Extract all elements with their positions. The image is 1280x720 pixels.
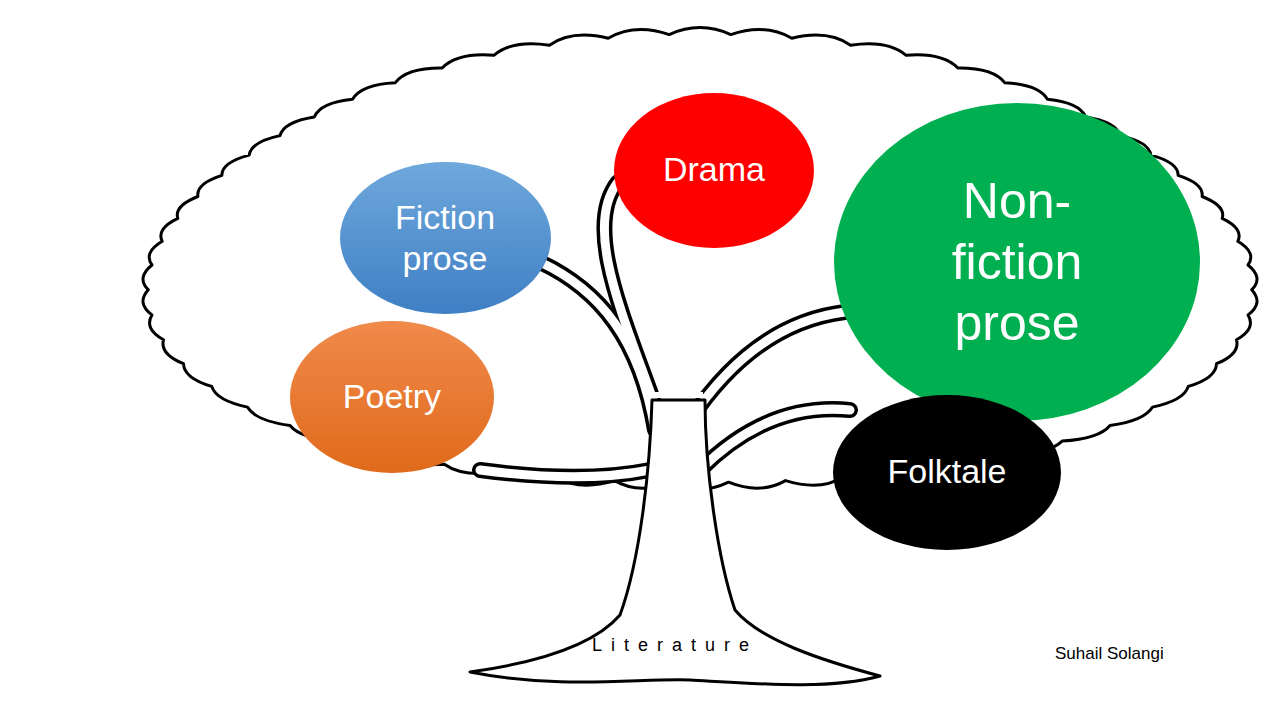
node-text: Poetry (343, 376, 441, 417)
node-text: Drama (663, 149, 765, 190)
nonfiction-ellipse: Non- fiction prose (834, 103, 1200, 421)
node-text: Non- fiction prose (917, 171, 1117, 354)
trunk-label: Literature (592, 635, 758, 656)
tree-trunk (470, 400, 880, 685)
folktale-ellipse: Folktale (833, 395, 1061, 550)
fiction-ellipse: Fiction prose (340, 162, 551, 314)
drama-ellipse: Drama (614, 93, 814, 248)
node-text: Folktale (887, 451, 1006, 492)
trunk-join (655, 392, 703, 398)
node-text: Fiction prose (370, 197, 520, 280)
author-credit: Suhail Solangi (1055, 644, 1164, 664)
poetry-ellipse: Poetry (290, 321, 494, 473)
